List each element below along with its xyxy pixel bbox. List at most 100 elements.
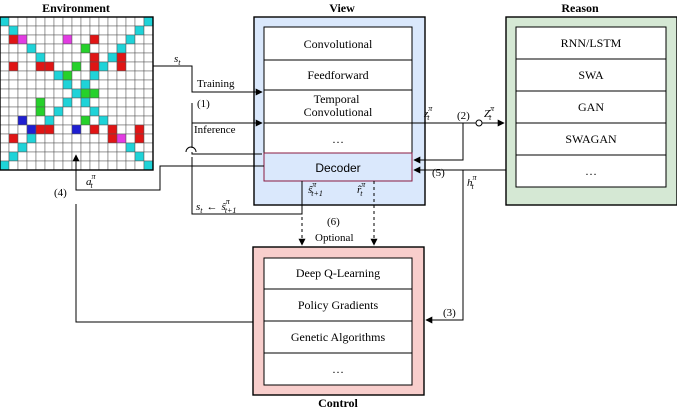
step-5-label: (5) [432,167,445,179]
grid-cell [71,16,82,27]
grid-cell [89,52,100,63]
grid-cell [17,106,28,117]
grid-cell [8,97,19,108]
control-module-dqn: Deep Q-Learning [296,266,380,280]
grid-cell [26,79,37,90]
grid-cell [125,133,136,144]
grid-cell [26,43,37,54]
grid-cell [0,70,10,81]
grid-cell [89,61,100,72]
grid-cell [35,88,46,99]
grid-cell [62,70,73,81]
step-3-label: (3) [443,307,456,319]
grid-cell [26,25,37,36]
grid-cell [98,79,109,90]
grid-cell [107,97,118,108]
grid-cell [35,115,46,126]
grid-cell [98,43,109,54]
grid-cell [44,124,55,135]
grid-cell [143,124,154,135]
grid-cell [116,43,127,54]
grid-cell [0,124,10,135]
grid-cell [134,115,145,126]
grid-cell [125,16,136,27]
grid-cell [116,16,127,27]
grid-cell [17,97,28,108]
grid-cell [116,142,127,153]
grid-cell [125,115,136,126]
grid-cell [89,97,100,108]
grid-cell [116,115,127,126]
grid-cell [98,70,109,81]
inference-decoder-line [191,123,262,155]
grid-cell [17,70,28,81]
grid-cell [107,106,118,117]
grid-cell [80,106,91,117]
decoder-box [263,152,413,182]
grid-cell [80,25,91,36]
grid-cell [62,61,73,72]
grid-cell [62,43,73,54]
grid-cell [134,52,145,63]
grid-cell [44,43,55,54]
reason-module-gan: GAN [578,100,604,114]
grid-cell [125,61,136,72]
grid-cell [89,43,100,54]
grid-cell [53,61,64,72]
grid-cell [17,43,28,54]
grid-cell [26,34,37,45]
grid-cell [116,124,127,135]
grid-cell [0,79,10,90]
grid-cell [44,25,55,36]
grid-cell [143,43,154,54]
grid-cell [8,70,19,81]
grid-cell [35,70,46,81]
grid-cell [53,97,64,108]
grid-cell [26,142,37,153]
grid-cell [53,79,64,90]
grid-cell [80,97,91,108]
grid-cell [8,133,19,144]
grid-cell [53,34,64,45]
grid-cell [26,97,37,108]
grid-cell [143,61,154,72]
grid-cell [134,106,145,117]
grid-cell [35,79,46,90]
control-module-ellipsis: … [332,362,344,376]
grid-cell [8,52,19,63]
grid-cell [44,142,55,153]
grid-cell [0,34,10,45]
grid-cell [116,133,127,144]
line-hop [185,146,197,153]
grid-cell [134,97,145,108]
grid-cell [71,61,82,72]
grid-cell [89,79,100,90]
grid-cell [107,124,118,135]
grid-cell [44,133,55,144]
grid-cell [134,88,145,99]
grid-cell [26,106,37,117]
grid-cell [62,79,73,90]
grid-cell [80,16,91,27]
grid-cell [71,70,82,81]
grid-cell [35,25,46,36]
grid-cell [116,34,127,45]
grid-cell [62,151,73,162]
grid-cell [44,115,55,126]
grid-cell [44,61,55,72]
view-module-temporal-line2: Convolutional [304,105,373,119]
grid-cell [8,79,19,90]
grid-cell [143,16,154,27]
grid-cell [17,34,28,45]
grid-cell [116,151,127,162]
grid-cell [17,142,28,153]
grid-cell [8,34,19,45]
grid-cell [71,106,82,117]
grid-cell [125,25,136,36]
grid-cell [125,88,136,99]
grid-cell [125,106,136,117]
grid-cell [53,133,64,144]
grid-cell [53,124,64,135]
grid-cell [17,133,28,144]
grid-cell [53,142,64,153]
